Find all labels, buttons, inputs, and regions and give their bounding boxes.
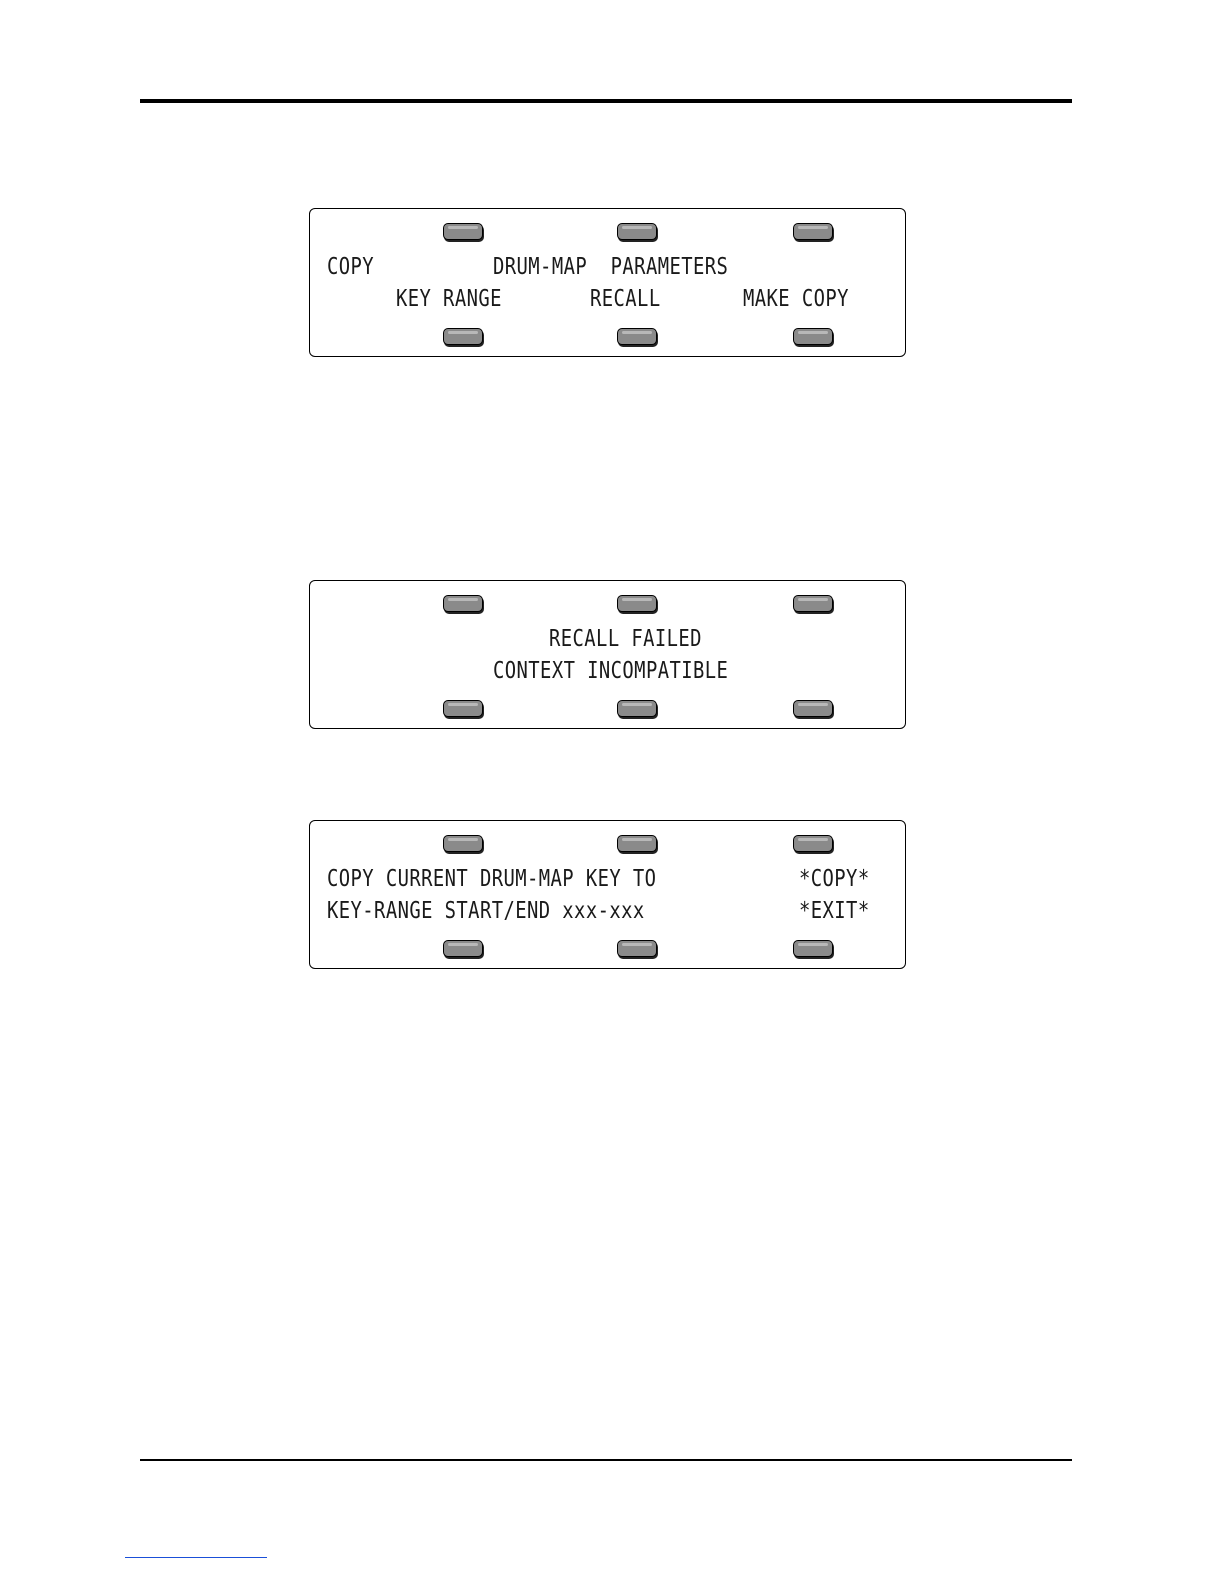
lower-button-1[interactable]: [443, 940, 483, 957]
softkey-label-key-range: KEY RANGE: [396, 288, 502, 311]
copy-action-label: *COPY*: [799, 868, 870, 891]
footer-link-underline: [125, 1557, 267, 1558]
make-copy-button[interactable]: [793, 328, 833, 345]
upper-button-3[interactable]: [793, 595, 833, 612]
upper-button-2[interactable]: [617, 223, 657, 240]
copy-instruction: COPY CURRENT DRUM-MAP KEY TO: [327, 868, 656, 891]
lcd-panel-copy-key-range: COPY CURRENT DRUM-MAP KEY TO *COPY* KEY-…: [309, 820, 906, 969]
lcd-panel-copy-parameters: COPY DRUM-MAP PARAMETERS KEY RANGE RECAL…: [309, 208, 906, 357]
key-range-button[interactable]: [443, 328, 483, 345]
lower-button-3[interactable]: [793, 700, 833, 717]
key-range-field: KEY-RANGE START/END xxx-xxx: [327, 900, 645, 923]
page-label-copy: COPY: [327, 256, 374, 279]
softkey-label-recall: RECALL: [590, 288, 661, 311]
error-message: RECALL FAILED: [549, 628, 702, 651]
exit-button[interactable]: [793, 940, 833, 957]
upper-button-3[interactable]: [793, 223, 833, 240]
header-rule: [140, 99, 1072, 103]
upper-button-2[interactable]: [617, 595, 657, 612]
upper-button-1[interactable]: [443, 835, 483, 852]
upper-button-1[interactable]: [443, 595, 483, 612]
softkey-label-make-copy: MAKE COPY: [743, 288, 849, 311]
recall-button[interactable]: [617, 328, 657, 345]
lower-button-2[interactable]: [617, 940, 657, 957]
upper-button-2[interactable]: [617, 835, 657, 852]
page-title: DRUM-MAP PARAMETERS: [493, 256, 728, 279]
footer-rule: [140, 1459, 1072, 1461]
error-detail: CONTEXT INCOMPATIBLE: [493, 660, 728, 683]
copy-button[interactable]: [793, 835, 833, 852]
lower-button-1[interactable]: [443, 700, 483, 717]
lcd-panel-recall-failed: RECALL FAILED CONTEXT INCOMPATIBLE: [309, 580, 906, 729]
upper-button-1[interactable]: [443, 223, 483, 240]
exit-action-label: *EXIT*: [799, 900, 870, 923]
lower-button-2[interactable]: [617, 700, 657, 717]
